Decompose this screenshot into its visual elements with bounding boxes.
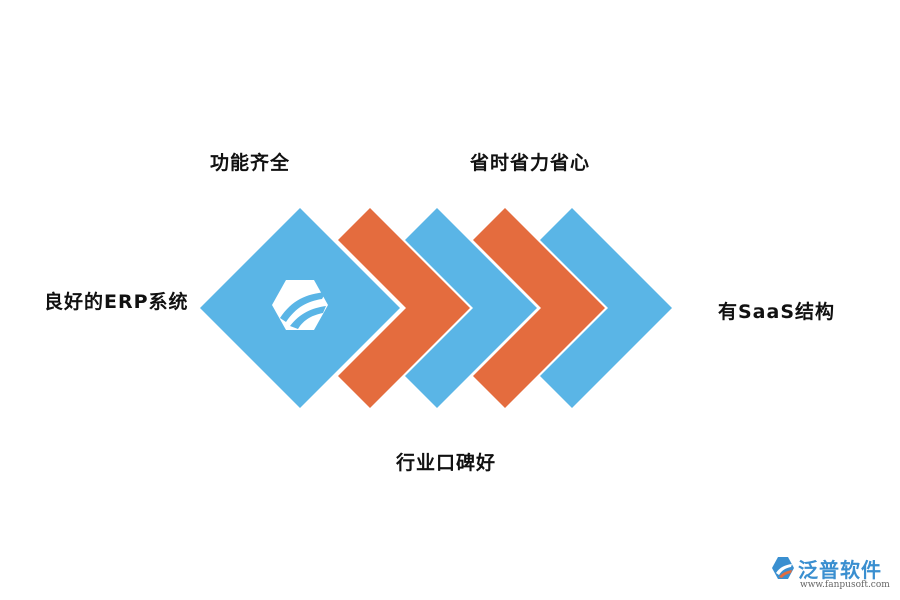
watermark-name: 泛普软件 [798,558,882,582]
watermark-url: www.fanpusoft.com [800,580,890,590]
label-right: 有SaaS结构 [718,301,836,323]
chevron-1 [338,208,470,408]
label-top-left: 功能齐全 [210,152,291,174]
chevron-3 [473,208,605,408]
chevron-2 [405,208,537,408]
label-bottom: 行业口碑好 [396,452,497,474]
watermark: 泛普软件 www.fanpusoft.com [770,552,892,596]
label-top-right: 省时省力省心 [470,152,591,174]
watermark-logo-icon [772,557,794,579]
label-left: 良好的ERP系统 [44,291,189,313]
fanpu-logo-icon [272,280,328,330]
chevron-4 [540,208,672,408]
